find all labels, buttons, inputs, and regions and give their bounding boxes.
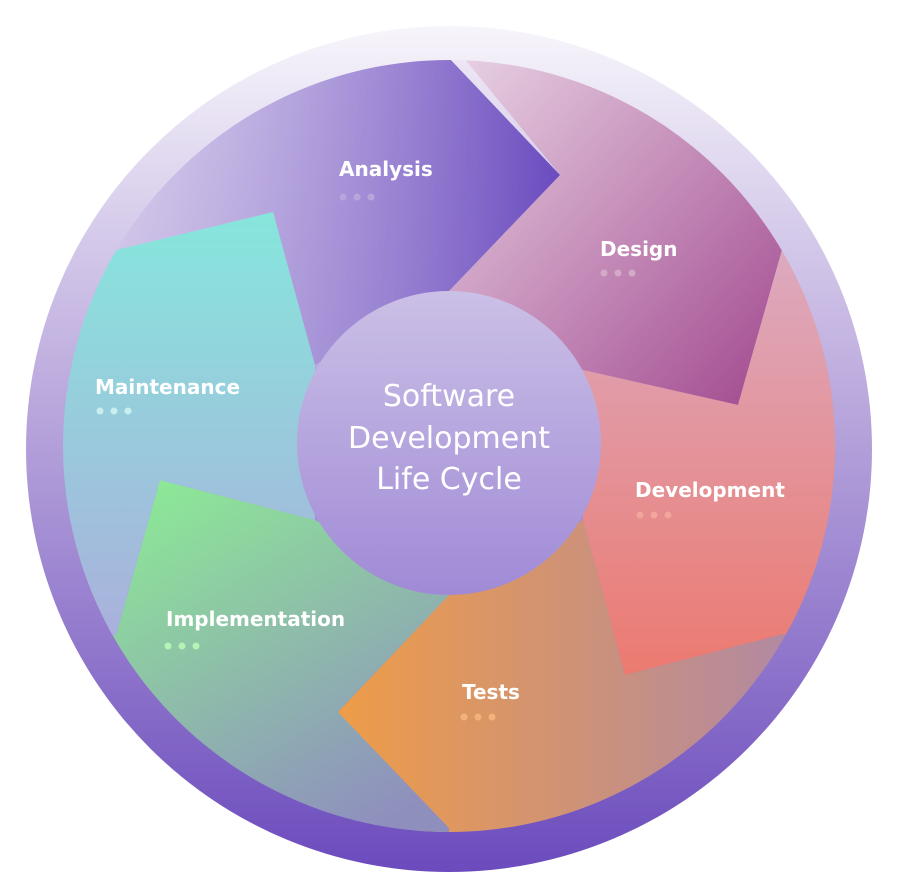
dots-icon — [339, 193, 375, 201]
phase-label: Implementation — [166, 607, 345, 631]
phase-analysis: Analysis — [339, 157, 433, 201]
phase-label: Development — [635, 478, 785, 502]
phase-label: Analysis — [339, 157, 433, 181]
dots-icon — [96, 407, 132, 415]
phase-maintenance: Maintenance — [95, 375, 240, 415]
dots-icon — [636, 511, 672, 519]
center-title-line-3: Life Cycle — [376, 462, 522, 497]
phase-tests: Tests — [460, 680, 520, 721]
dots-icon — [460, 713, 496, 721]
phase-implementation: Implementation — [164, 607, 345, 650]
phase-design: Design — [600, 237, 677, 277]
phase-label: Maintenance — [95, 375, 240, 399]
segment-development[interactable] — [583, 250, 860, 675]
center-title-line-2: Development — [348, 421, 550, 456]
phase-development: Development — [635, 478, 785, 519]
center-circle — [297, 291, 601, 595]
segment-maintenance[interactable] — [40, 212, 315, 640]
phase-label: Design — [600, 237, 677, 261]
center-title-line-1: Software — [383, 379, 515, 414]
dots-icon — [600, 269, 636, 277]
dots-icon — [164, 642, 200, 650]
phase-label: Tests — [462, 680, 520, 704]
